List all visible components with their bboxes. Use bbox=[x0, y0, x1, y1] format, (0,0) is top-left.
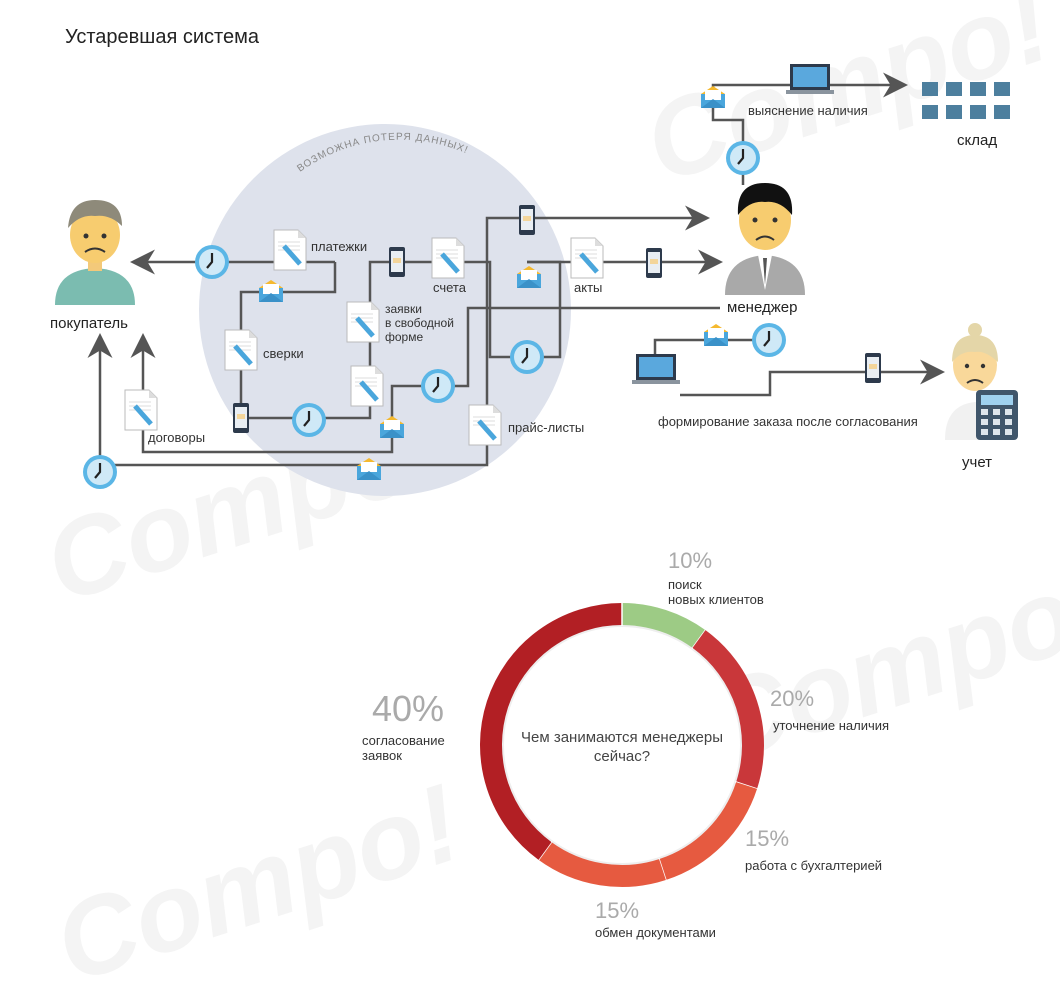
accountant-avatar bbox=[945, 323, 1018, 440]
doc-label-reconciliations: сверки bbox=[263, 346, 304, 361]
document-icon bbox=[125, 390, 157, 430]
document-icon bbox=[274, 230, 306, 270]
actor-label-manager: менеджер bbox=[727, 299, 798, 316]
slice-pct-stock: 20% bbox=[770, 686, 815, 711]
phone-icon bbox=[389, 247, 405, 277]
slice-pct-accounting: 15% bbox=[745, 826, 790, 851]
donut-slice bbox=[538, 841, 666, 887]
chart-title-line: сейчас? bbox=[593, 748, 651, 765]
doc-label-requests-line: заявки bbox=[385, 302, 423, 316]
slice-label-line: новых клиентов bbox=[668, 592, 764, 607]
chart-title: Чем занимаются менеджеры сейчас? bbox=[492, 728, 752, 766]
document-icon bbox=[571, 238, 603, 278]
doc-label-contracts: договоры bbox=[148, 430, 206, 445]
doc-label-acts: акты bbox=[574, 280, 603, 295]
document-icon bbox=[432, 238, 464, 278]
donut-slice bbox=[692, 630, 764, 789]
clock-icon bbox=[81, 453, 119, 491]
doc-label-price-lists: прайс-листы bbox=[508, 420, 585, 435]
phone-icon bbox=[865, 353, 881, 383]
phone-icon bbox=[233, 403, 249, 433]
donut-chart bbox=[480, 602, 764, 887]
flow-label-order-forming: формирование заказа после согласования bbox=[658, 414, 918, 429]
actor-label-accounting: учет bbox=[962, 454, 993, 471]
data-loss-zone bbox=[199, 124, 571, 496]
slice-label-line: заявок bbox=[362, 748, 402, 763]
clock-icon bbox=[724, 139, 762, 177]
clock-icon bbox=[290, 401, 328, 439]
document-icon bbox=[225, 330, 257, 370]
doc-label-requests: заявки в свободной форме bbox=[385, 302, 454, 344]
actor-label-buyer: покупатель bbox=[50, 315, 128, 332]
chart-title-line: Чем занимаются менеджеры bbox=[521, 729, 723, 746]
slice-label-accounting: работа с бухгалтерией bbox=[745, 858, 883, 873]
laptop-icon bbox=[786, 64, 834, 94]
document-icon bbox=[351, 366, 383, 406]
slice-label-stock: уточнение наличия bbox=[773, 718, 890, 733]
doc-label-requests-line: в свободной bbox=[385, 316, 454, 330]
phone-icon bbox=[519, 205, 535, 235]
slice-pct-requests: 40% bbox=[372, 688, 445, 729]
slice-pct-documents: 15% bbox=[595, 898, 640, 923]
document-icon bbox=[347, 302, 379, 342]
warehouse-icon bbox=[922, 82, 1010, 119]
donut-slice bbox=[621, 603, 706, 649]
manager-avatar bbox=[725, 183, 805, 295]
clock-icon bbox=[193, 243, 231, 281]
slice-label-line: поиск bbox=[668, 577, 702, 592]
flow-lines bbox=[87, 72, 945, 472]
buyer-avatar bbox=[55, 200, 135, 305]
slice-label-line: согласование bbox=[362, 733, 445, 748]
donut-slice bbox=[658, 781, 758, 881]
slice-pct-new-clients: 10% bbox=[668, 548, 713, 573]
mail-icon bbox=[701, 86, 725, 108]
donut-slice bbox=[480, 603, 623, 860]
mail-icon bbox=[704, 324, 728, 346]
doc-label-payments: платежки bbox=[311, 239, 368, 254]
doc-label-invoices: счета bbox=[433, 280, 466, 295]
document-icon bbox=[469, 405, 501, 445]
clock-icon bbox=[508, 338, 546, 376]
clock-icon bbox=[750, 321, 788, 359]
laptop-icon bbox=[632, 354, 680, 384]
flow-label-check-stock: выяснение наличия bbox=[748, 103, 868, 118]
doc-label-requests-line: форме bbox=[385, 330, 424, 344]
actor-label-warehouse: склад bbox=[957, 132, 998, 149]
page-title: Устаревшая система bbox=[65, 26, 259, 48]
clock-icon bbox=[419, 367, 457, 405]
phone-icon bbox=[646, 248, 662, 278]
slice-label-documents: обмен документами bbox=[595, 925, 716, 940]
